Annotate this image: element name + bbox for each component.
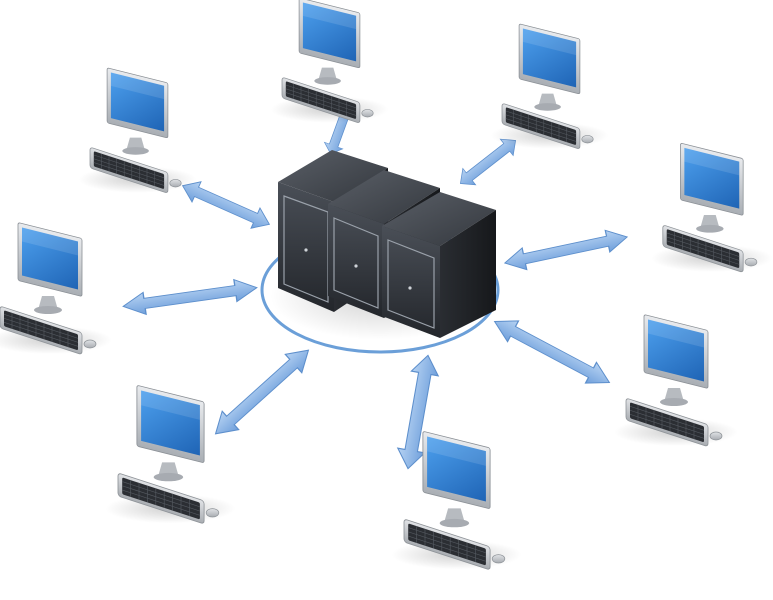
server-cluster [278,150,496,338]
server-tower-icon [382,192,496,338]
